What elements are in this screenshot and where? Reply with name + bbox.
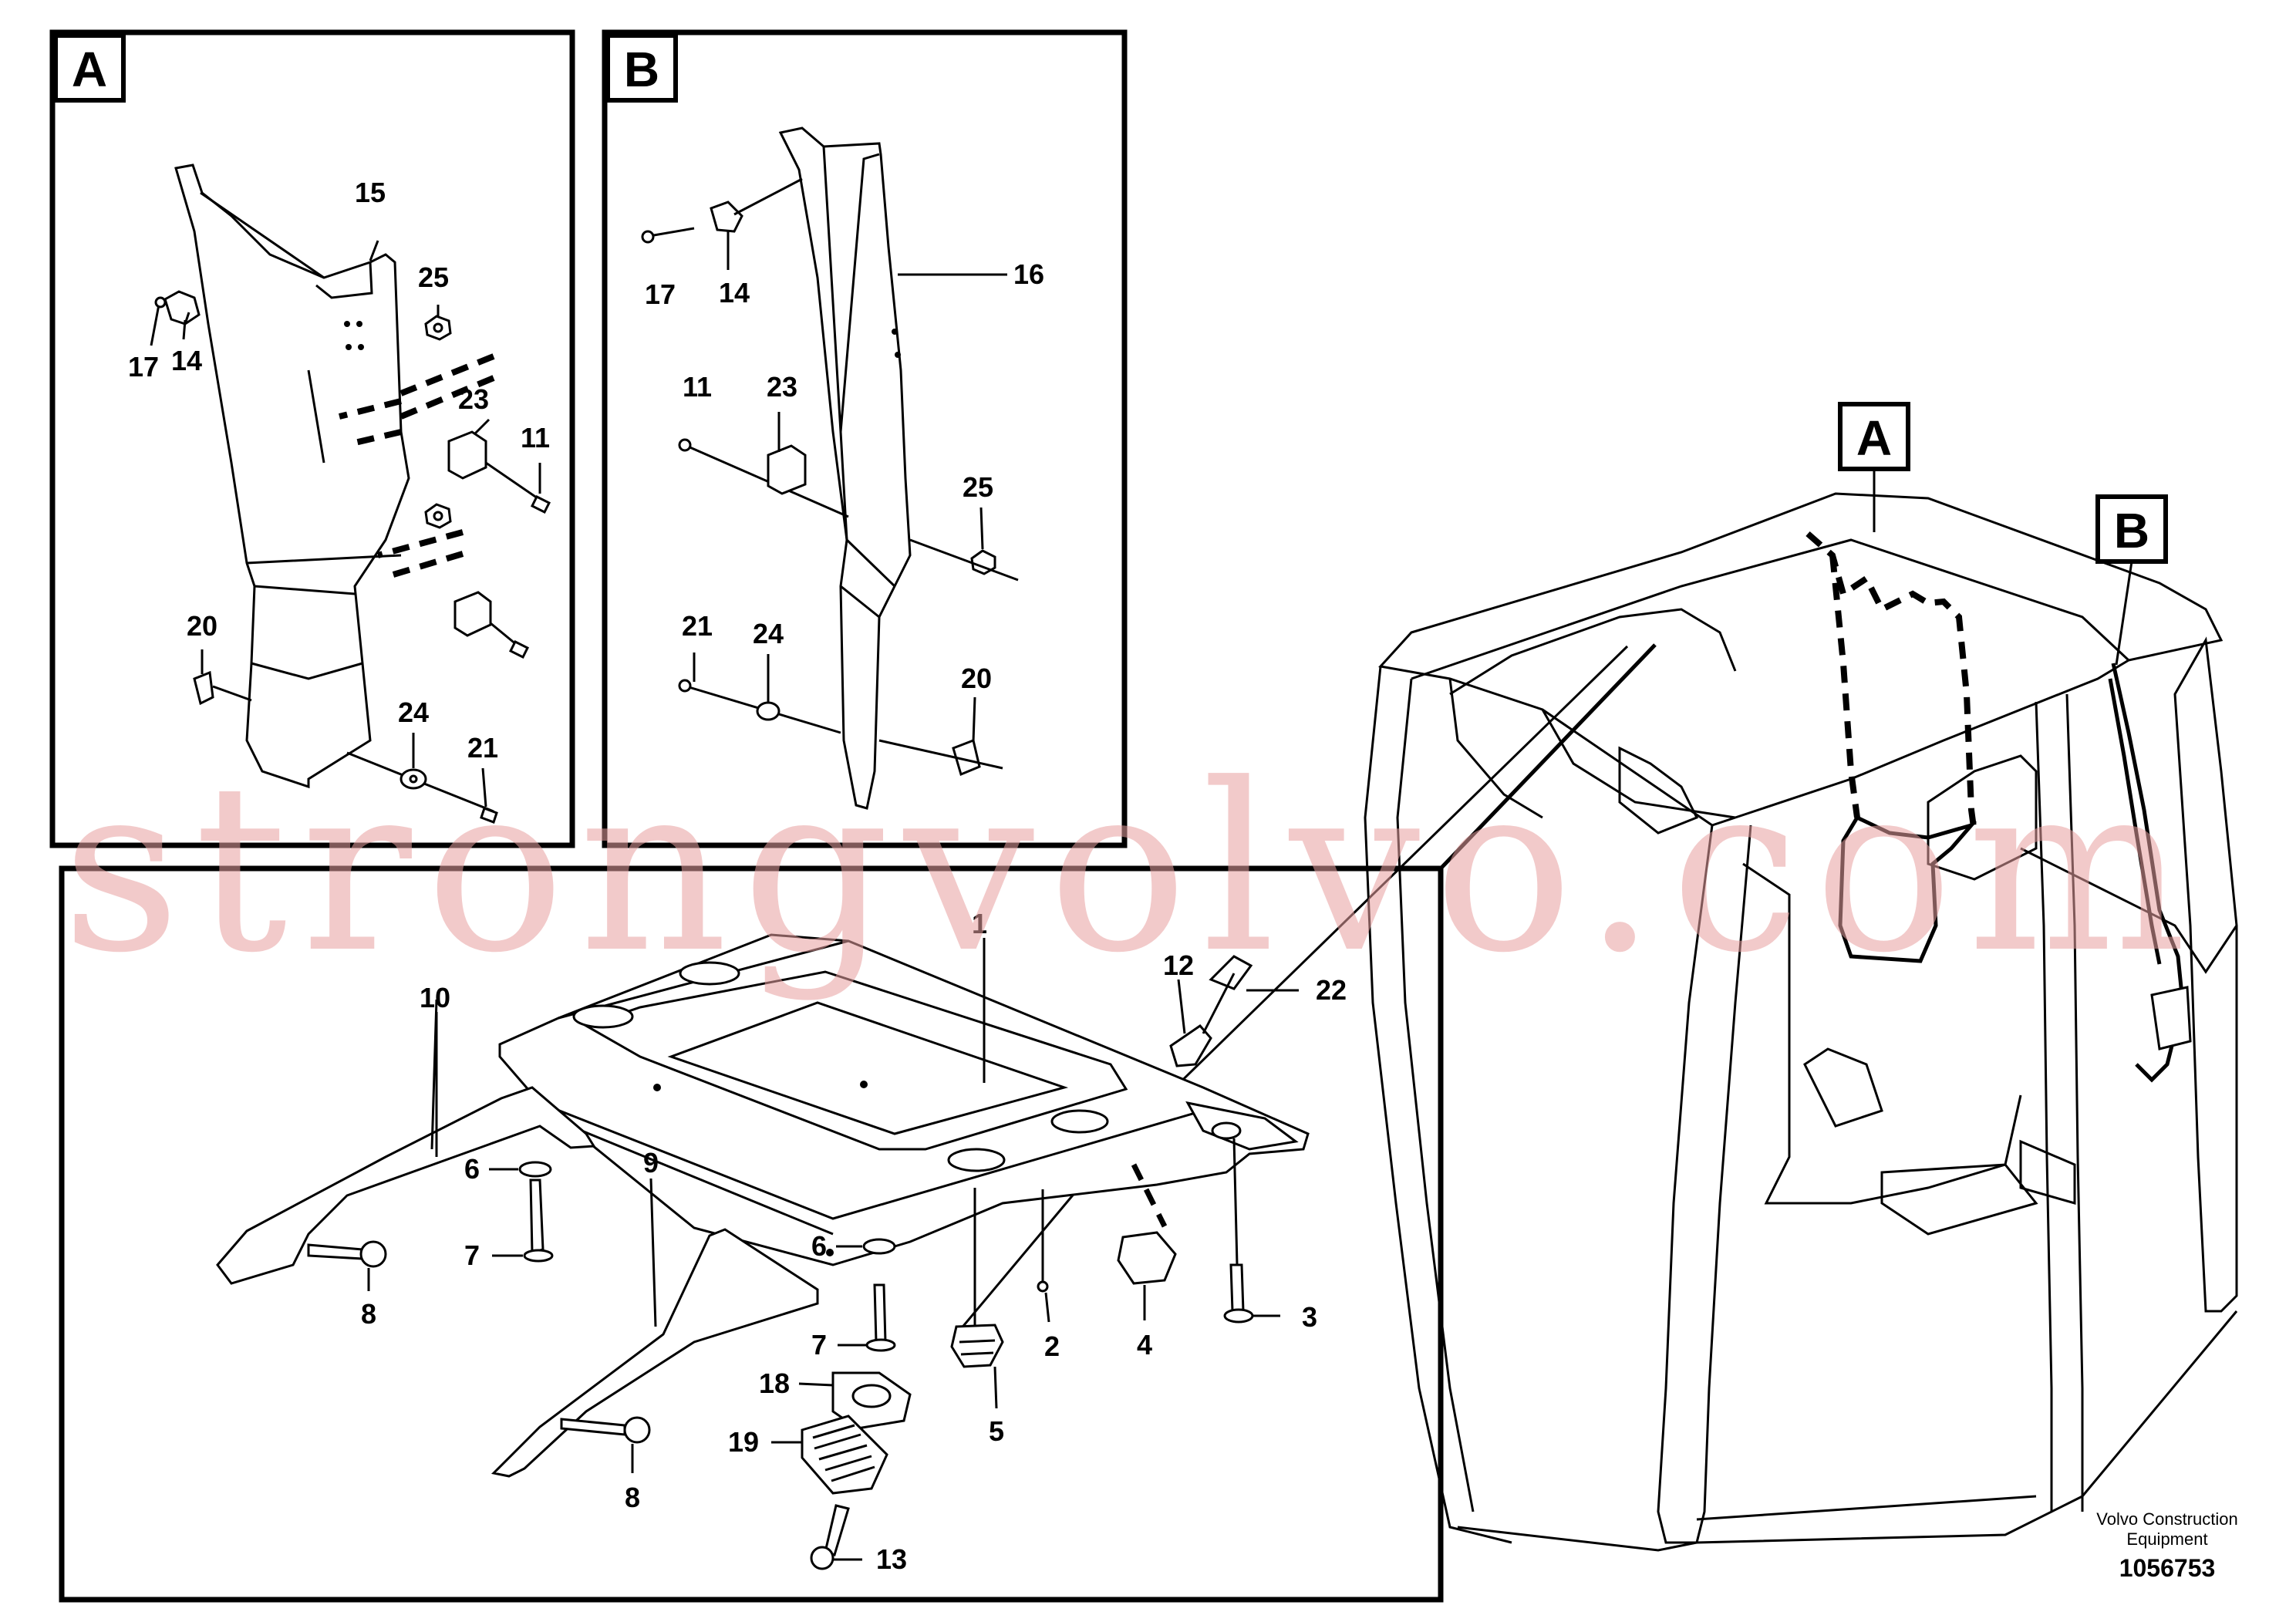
label-13: 13 bbox=[876, 1543, 907, 1575]
label-24: 24 bbox=[398, 696, 429, 728]
callout-b-letter: B bbox=[2114, 503, 2149, 558]
label-23-b: 23 bbox=[767, 371, 797, 403]
label-25: 25 bbox=[418, 261, 449, 293]
label-9: 9 bbox=[643, 1147, 659, 1179]
label-8: 8 bbox=[361, 1298, 376, 1330]
label-2: 2 bbox=[1044, 1330, 1060, 1362]
cab-frame: A B bbox=[1364, 402, 2238, 1552]
label-21-b: 21 bbox=[682, 610, 713, 642]
label-17-b: 17 bbox=[645, 278, 676, 310]
panel-b: B 17 14 16 bbox=[602, 29, 1128, 848]
drawing-number: 1056753 bbox=[2119, 1554, 2216, 1582]
label-24-b: 24 bbox=[753, 618, 784, 649]
label-22: 22 bbox=[1316, 974, 1347, 1006]
label-7-mid: 7 bbox=[811, 1329, 827, 1361]
footer: Volvo Construction Equipment 1056753 bbox=[2096, 1509, 2237, 1582]
label-5: 5 bbox=[989, 1415, 1004, 1447]
label-20-b: 20 bbox=[961, 663, 992, 694]
label-25-b: 25 bbox=[963, 471, 993, 503]
label-4: 4 bbox=[1137, 1329, 1152, 1361]
company-line-2: Equipment bbox=[2126, 1529, 2207, 1549]
label-20: 20 bbox=[187, 610, 217, 642]
company-line-1: Volvo Construction bbox=[2096, 1509, 2237, 1529]
panel-b-letter: B bbox=[624, 42, 659, 97]
label-14: 14 bbox=[171, 345, 202, 376]
label-6-mid: 6 bbox=[811, 1230, 827, 1262]
label-8-lower: 8 bbox=[625, 1482, 640, 1513]
label-7: 7 bbox=[464, 1239, 480, 1271]
label-21: 21 bbox=[467, 732, 498, 764]
label-10: 10 bbox=[420, 982, 450, 1013]
label-11-b: 11 bbox=[683, 371, 712, 403]
callout-a-letter: A bbox=[1856, 410, 1892, 466]
label-3: 3 bbox=[1302, 1301, 1317, 1333]
label-16: 16 bbox=[1013, 258, 1044, 290]
panel-a: A bbox=[49, 29, 575, 848]
roof-panel bbox=[498, 933, 1310, 1266]
panel-main: 1 12 22 10 6 7 8 9 6 7 2 4 3 5 18 19 8 1… bbox=[59, 643, 1657, 1603]
label-15: 15 bbox=[355, 177, 386, 208]
panel-a-letter: A bbox=[72, 42, 107, 97]
watermark-text: strongvolvo.com bbox=[62, 734, 2200, 1003]
label-11: 11 bbox=[521, 422, 550, 454]
label-18: 18 bbox=[759, 1367, 790, 1399]
label-1: 1 bbox=[972, 908, 987, 939]
label-14-b: 14 bbox=[719, 277, 750, 309]
label-12: 12 bbox=[1163, 949, 1194, 981]
label-6: 6 bbox=[464, 1153, 480, 1185]
label-19: 19 bbox=[728, 1426, 759, 1458]
label-23: 23 bbox=[458, 383, 489, 415]
label-17: 17 bbox=[128, 351, 159, 383]
pillar-trim-a bbox=[174, 164, 410, 789]
